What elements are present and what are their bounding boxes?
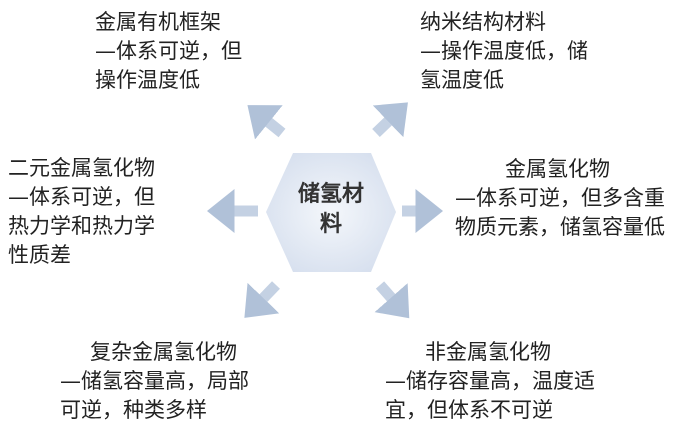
center-hexagon (266, 153, 396, 272)
arrow-down-left (244, 281, 280, 318)
node-title: 纳米结构材料 (420, 10, 546, 34)
arrow-down-right (374, 281, 410, 319)
node-text: 可逆，种类多样 (60, 398, 207, 422)
center-label: 储氢材 料 (288, 180, 374, 240)
node-text: —体系可逆，但 (95, 39, 242, 63)
node-text: —体系可逆，但 (8, 185, 155, 209)
center-line: 储氢材 (297, 182, 364, 207)
node-binary: 二元金属氢化物 —体系可逆，但 热力学和热力学 性质差 (8, 154, 155, 270)
node-nano: 纳米结构材料 —操作温度低，储 氢温度低 (420, 8, 588, 95)
node-title: 非金属氢化物 (425, 340, 551, 364)
node-title: 二元金属氢化物 (8, 156, 155, 180)
node-title: 金属有机框架 (95, 10, 221, 34)
node-text: 物质元素，储氢容量低 (455, 215, 665, 239)
node-text: 热力学和热力学 (8, 214, 155, 238)
node-title: 金属氢化物 (505, 157, 610, 181)
node-text: 宜，但体系不可逆 (385, 398, 553, 422)
arrow-up-right (372, 102, 408, 138)
node-complex: 复杂金属氢化物 —储氢容量高，局部 可逆，种类多样 (60, 338, 249, 425)
node-text: 氢温度低 (420, 68, 504, 92)
node-nonmetal: 非金属氢化物 —储存容量高，温度适 宜，但体系不可逆 (385, 338, 595, 425)
node-text: —储氢容量高，局部 (60, 369, 249, 393)
node-mof: 金属有机框架 —体系可逆，但 操作温度低 (95, 8, 242, 95)
node-text: 性质差 (8, 243, 71, 267)
node-text: 操作温度低 (95, 68, 200, 92)
node-text: —操作温度低，储 (420, 39, 588, 63)
node-title: 复杂金属氢化物 (90, 340, 237, 364)
node-text: —储存容量高，温度适 (385, 369, 595, 393)
node-text: —体系可逆，但多含重 (455, 186, 665, 210)
arrow-up-left (247, 105, 286, 140)
node-metal: 金属氢化物 —体系可逆，但多含重 物质元素，储氢容量低 (455, 155, 665, 242)
center-line: 料 (319, 212, 342, 237)
